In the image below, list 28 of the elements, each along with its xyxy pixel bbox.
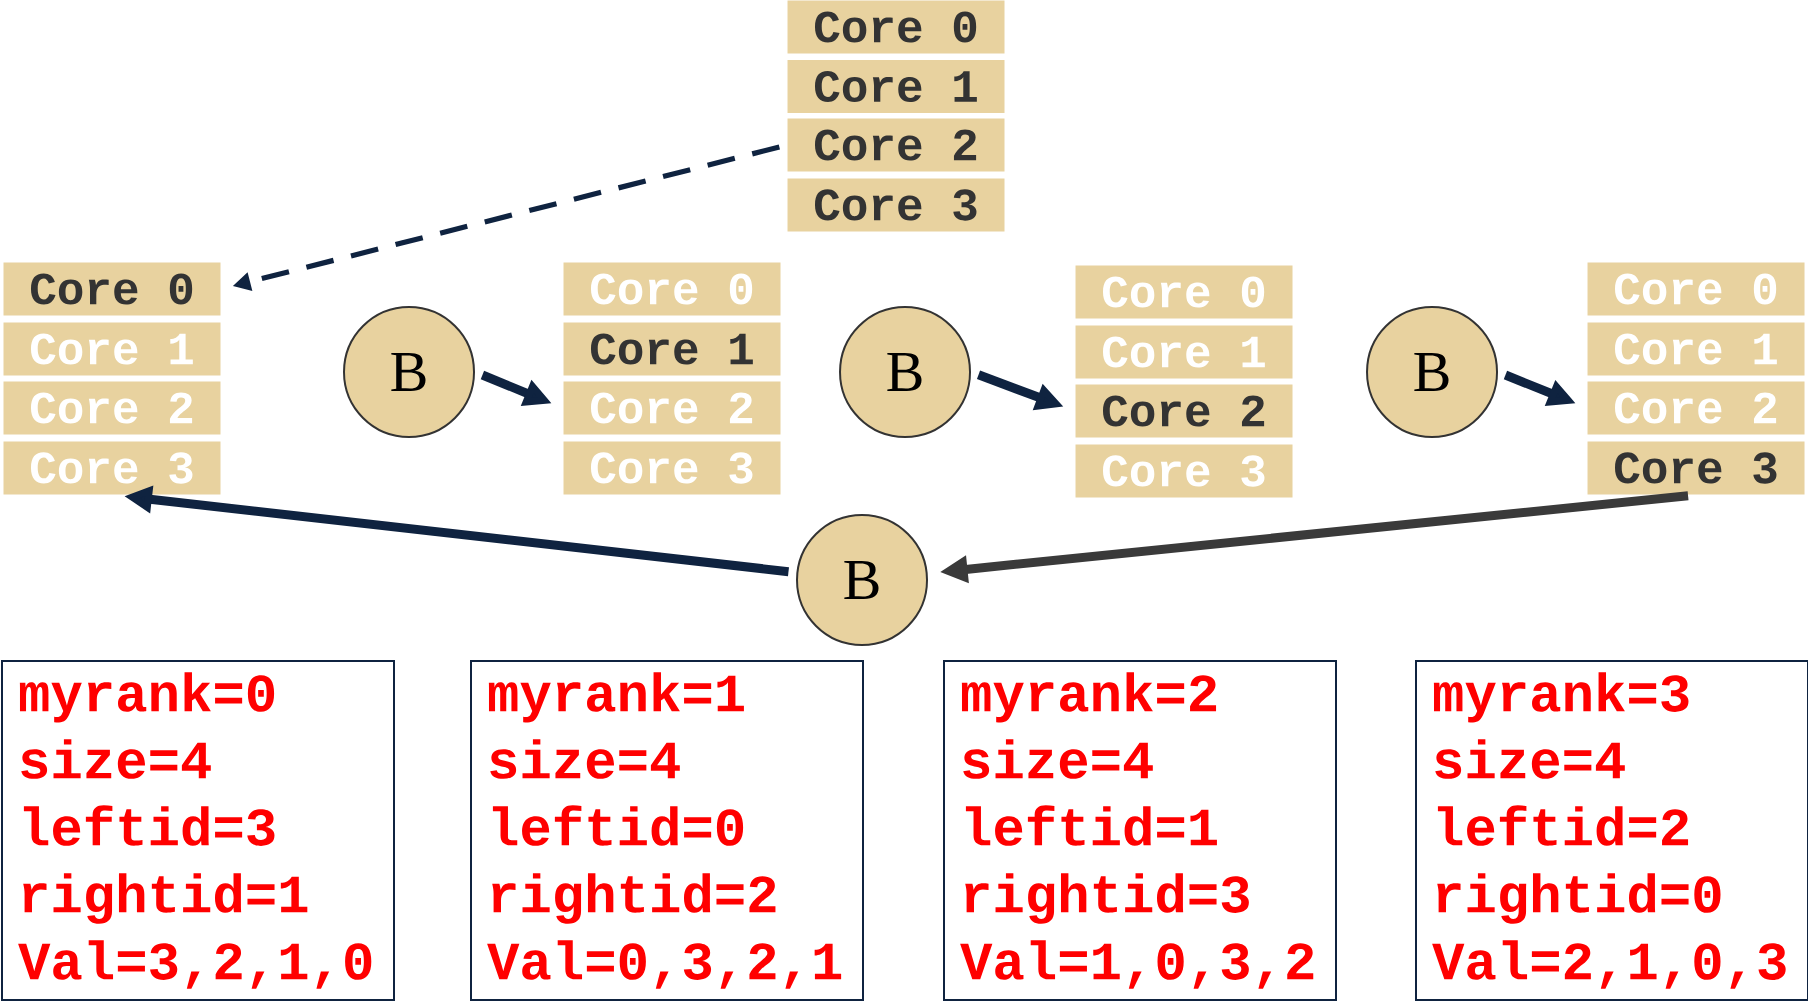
variable-box: myrank=3 size=4 leftid=2 rightid=0 Val=2,1,0,3 bbox=[1415, 660, 1808, 1001]
circle-node: B bbox=[343, 306, 475, 438]
core-box: Core 0 bbox=[3, 262, 221, 316]
core-box: Core 0 bbox=[563, 262, 781, 316]
circle-node: B bbox=[1366, 306, 1499, 438]
core-box: Core 0 bbox=[787, 0, 1005, 54]
circle-node: B bbox=[839, 306, 971, 438]
core-box: Core 2 bbox=[563, 381, 781, 435]
core-box: Core 0 bbox=[1075, 265, 1293, 319]
core-box: Core 1 bbox=[1587, 322, 1805, 376]
core-box: Core 2 bbox=[787, 118, 1005, 172]
core-box: Core 2 bbox=[3, 381, 221, 435]
core-box: Core 3 bbox=[563, 441, 781, 495]
core-box: Core 0 bbox=[1587, 262, 1805, 316]
core-box: Core 1 bbox=[1075, 325, 1293, 379]
core-box: Core 3 bbox=[1075, 444, 1293, 498]
circle-node: B bbox=[796, 514, 928, 646]
variable-box: myrank=0 size=4 leftid=3 rightid=1 Val=3,2,1,0 bbox=[1, 660, 395, 1001]
core-box: Core 3 bbox=[787, 178, 1005, 232]
core-box: Core 1 bbox=[787, 60, 1005, 113]
core-box: Core 3 bbox=[1587, 441, 1805, 495]
variable-box: myrank=2 size=4 leftid=1 rightid=3 Val=1,0,3,2 bbox=[943, 660, 1337, 1001]
variable-box: myrank=1 size=4 leftid=0 rightid=2 Val=0,3,2,1 bbox=[470, 660, 864, 1001]
core-box: Core 3 bbox=[3, 441, 221, 495]
core-box: Core 1 bbox=[3, 322, 221, 376]
core-box: Core 2 bbox=[1587, 381, 1805, 435]
core-box: Core 2 bbox=[1075, 384, 1293, 438]
core-box: Core 1 bbox=[563, 322, 781, 376]
